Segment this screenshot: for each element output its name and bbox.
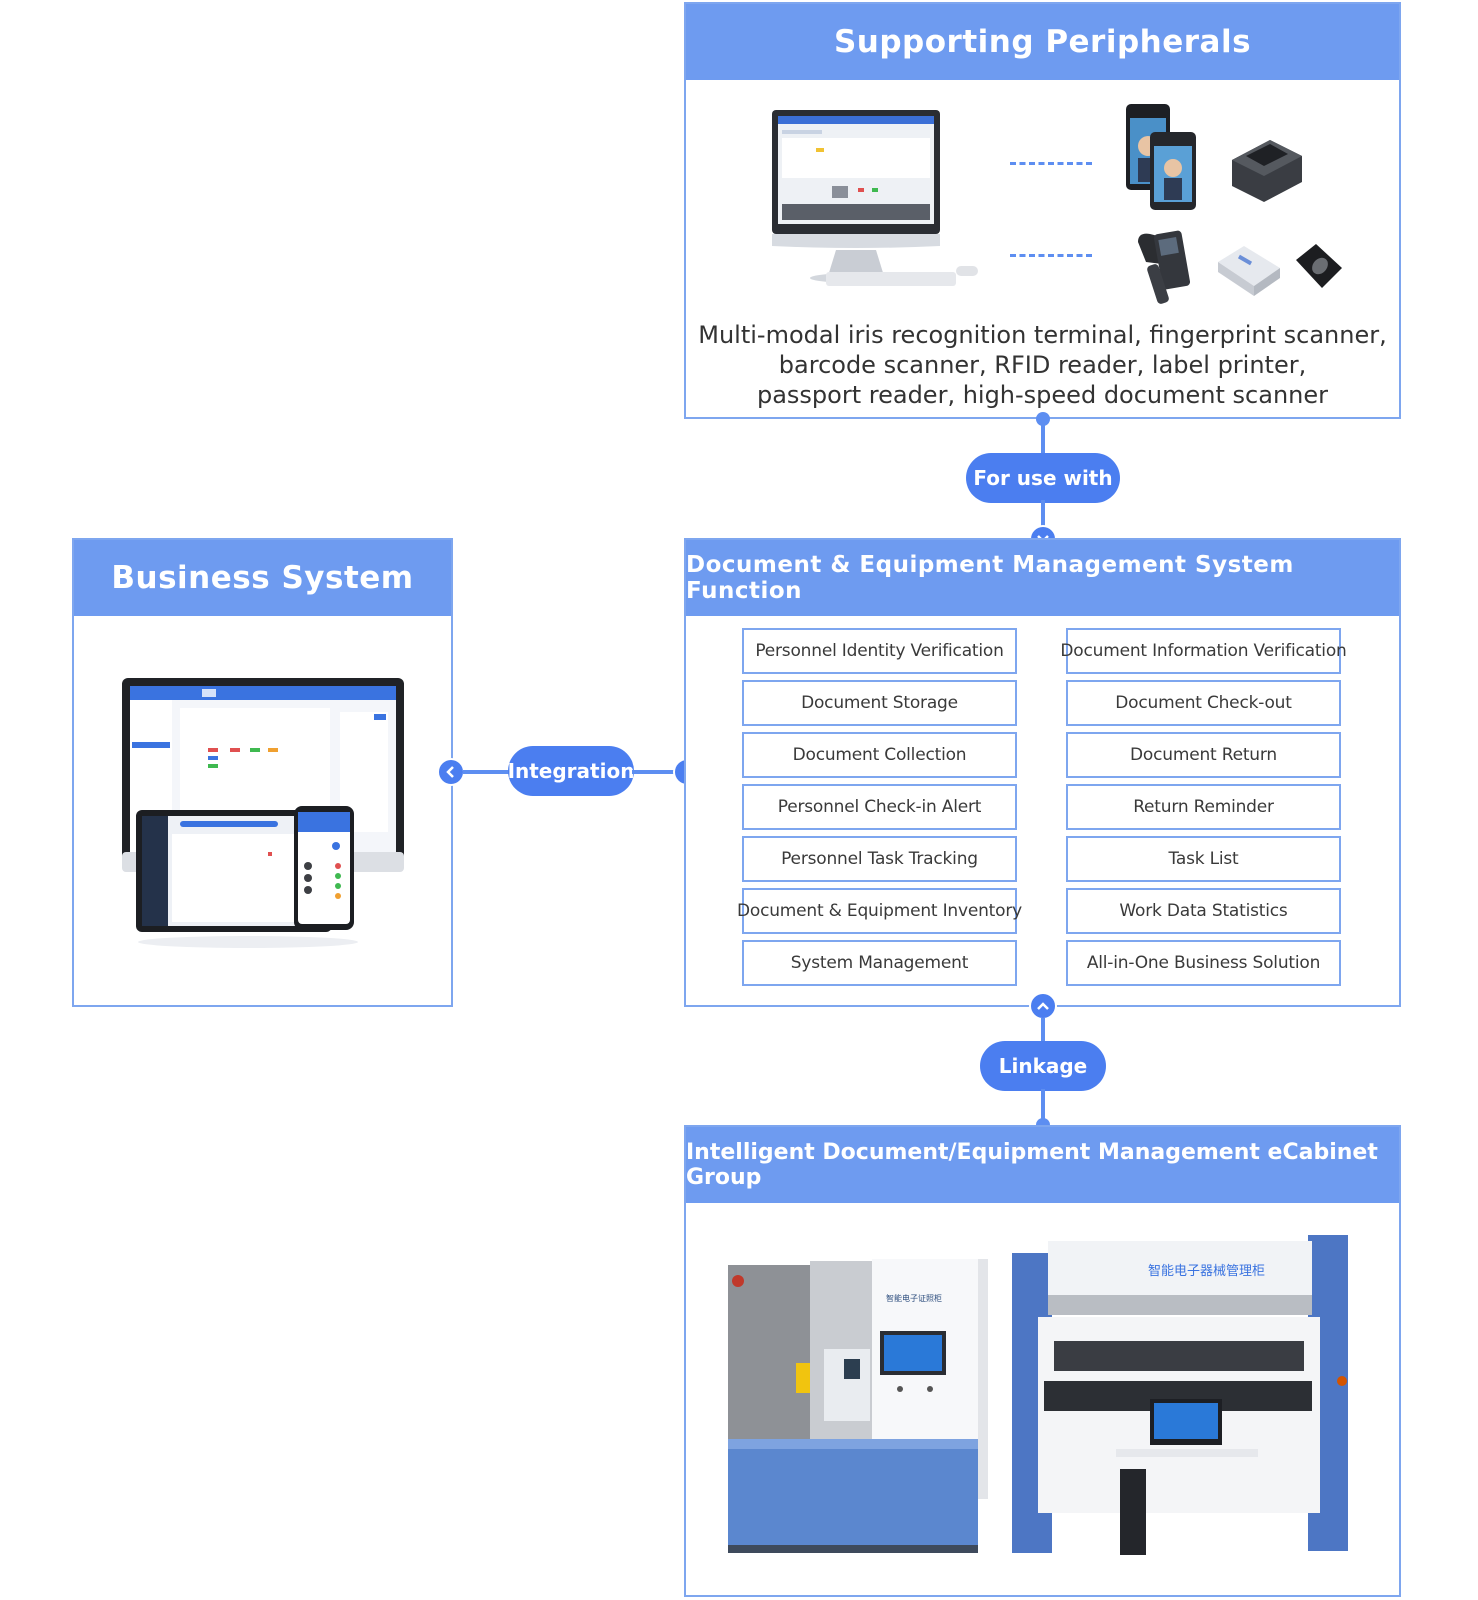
- peripherals-line: Multi-modal iris recognition terminal, f…: [698, 321, 1387, 349]
- linkage-label: Linkage: [980, 1041, 1106, 1091]
- document-cabinet-image: 智能电子证照柜: [728, 1259, 988, 1553]
- peripherals-line: barcode scanner, RFID reader, label prin…: [778, 351, 1307, 379]
- connector-line: [463, 770, 511, 774]
- function-item: Document Information Verification: [1060, 628, 1347, 674]
- connector-dash-line: [1010, 162, 1092, 165]
- peripherals-line: passport reader, high-speed document sca…: [756, 381, 1328, 409]
- function-item: Personnel Task Tracking: [742, 836, 1017, 882]
- connector-line: [632, 770, 676, 774]
- function-item: Personnel Check-in Alert: [742, 784, 1017, 830]
- connector-line: [1041, 1089, 1045, 1123]
- connector-line: [1041, 420, 1045, 456]
- chevron-left-icon: [437, 758, 465, 786]
- equipment-cabinet-image: 智能电子器械管理柜: [1012, 1235, 1348, 1555]
- ecabinet-group-title: Intelligent Document/Equipment Managemen…: [686, 1127, 1399, 1203]
- desktop-computer-image: [772, 110, 978, 286]
- system-function-title: Document & Equipment Management System F…: [686, 540, 1399, 616]
- label-printer-image: [1232, 140, 1302, 202]
- business-system-panel: Business System: [72, 538, 453, 1007]
- system-function-panel: Document & Equipment Management System F…: [684, 538, 1401, 1007]
- connector-line: [1041, 1018, 1045, 1044]
- function-item: Document Return: [1066, 732, 1341, 778]
- fingerprint-scanner-image: [1296, 244, 1342, 288]
- chevron-up-icon: [1029, 992, 1057, 1020]
- supporting-peripherals-panel: Supporting Peripherals: [684, 2, 1401, 419]
- function-item: Return Reminder: [1066, 784, 1341, 830]
- business-system-title: Business System: [74, 540, 451, 616]
- function-item: Document Collection: [742, 732, 1017, 778]
- function-item: Personnel Identity Verification: [742, 628, 1017, 674]
- cabinet1-label: 智能电子证照柜: [886, 1293, 942, 1303]
- connector-dot: [1036, 412, 1050, 426]
- for-use-with-label: For use with: [966, 453, 1120, 503]
- cabinet2-label: 智能电子器械管理柜: [1148, 1264, 1265, 1279]
- connector-dash-line: [1010, 254, 1092, 257]
- function-item: Document Storage: [742, 680, 1017, 726]
- iris-terminal-image: [1126, 104, 1196, 210]
- business-system-devices-image: [122, 678, 404, 948]
- function-item: Work Data Statistics: [1066, 888, 1341, 934]
- function-item: Document Check-out: [1066, 680, 1341, 726]
- ecabinet-group-panel: Intelligent Document/Equipment Managemen…: [684, 1125, 1401, 1597]
- supporting-peripherals-title: Supporting Peripherals: [686, 4, 1399, 80]
- function-item: All-in-One Business Solution: [1066, 940, 1341, 986]
- function-item: System Management: [742, 940, 1017, 986]
- function-item: Task List: [1066, 836, 1341, 882]
- barcode-scanner-image: [1138, 230, 1191, 304]
- rfid-reader-image: [1218, 246, 1280, 296]
- function-item: Document & Equipment Inventory: [737, 888, 1022, 934]
- integration-label: Integration: [508, 746, 634, 796]
- peripherals-description: Multi-modal iris recognition terminal, f…: [686, 320, 1399, 410]
- connector-line: [1041, 500, 1045, 526]
